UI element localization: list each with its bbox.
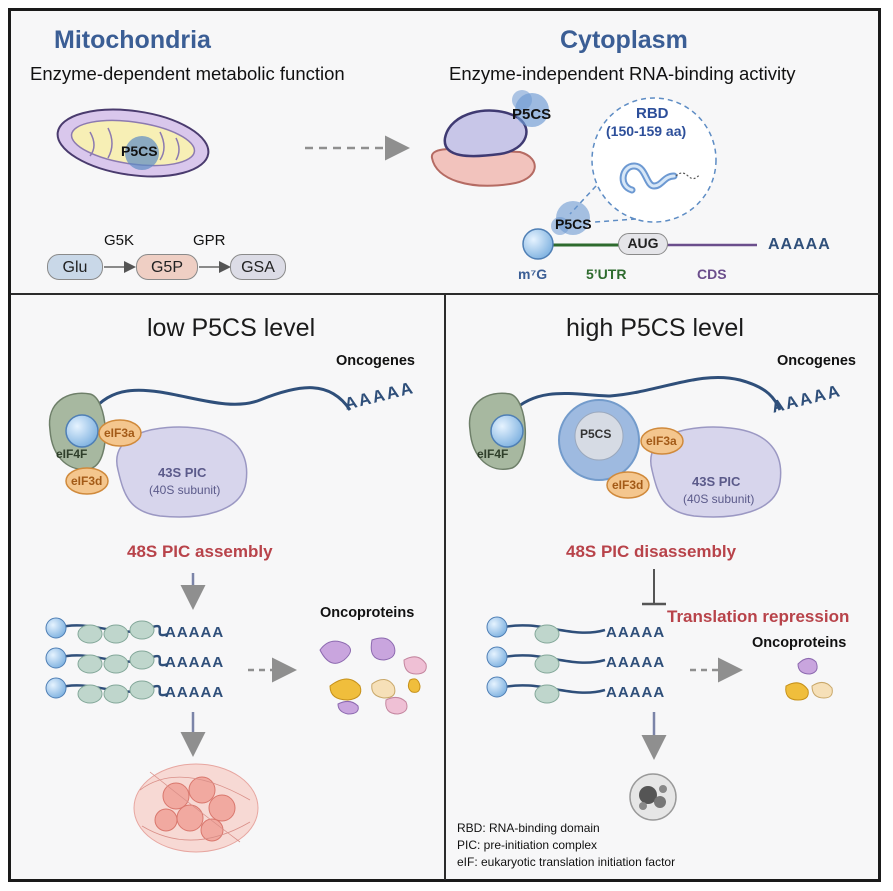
cyto-title: Cytoplasm	[560, 26, 688, 54]
right-oncoprotein-blobs	[785, 658, 833, 701]
left-oncoprotein-blobs	[319, 637, 427, 715]
rbd-label: RBD	[636, 105, 669, 122]
right-eif3d: eIF3d	[612, 478, 644, 492]
left-status: 48S PIC assembly	[127, 542, 273, 561]
right-status: 48S PIC disassembly	[566, 542, 737, 561]
ribosome-top	[430, 90, 549, 187]
mrna-p5cs-label: P5CS	[555, 216, 592, 232]
right-complex	[468, 375, 782, 518]
rbd-range: (150-159 aa)	[606, 123, 687, 139]
left-polya-row1: AAAAA	[165, 624, 225, 641]
right-pic-line1: 43S PIC	[692, 474, 741, 489]
right-oncoproteins-label: Oncoproteins	[752, 635, 847, 651]
cyto-p5cs-label: P5CS	[512, 106, 552, 123]
right-eif3a: eIF3a	[646, 434, 677, 448]
right-oncogenes-label: Oncogenes	[777, 353, 856, 369]
right-polya-row1: AAAAA	[606, 624, 666, 641]
vertical-divider	[444, 294, 446, 880]
g5k-label: G5K	[104, 232, 135, 249]
left-eif3d: eIF3d	[71, 474, 103, 488]
left-polya-row3: AAAAA	[165, 684, 225, 701]
right-polysomes	[486, 616, 606, 704]
legend-item: PIC: pre-initiation complex	[457, 838, 598, 852]
mito-p5cs-label: P5CS	[121, 143, 158, 159]
utr-label: 5’UTR	[586, 266, 627, 282]
left-oncogenes-label: Oncogenes	[336, 353, 415, 369]
gpr-label: GPR	[193, 232, 226, 249]
right-polya-row2: AAAAA	[606, 654, 666, 671]
mito-title: Mitochondria	[54, 26, 211, 54]
mrna-top	[522, 201, 757, 260]
right-panel-title: high P5CS level	[566, 314, 744, 342]
left-eif4f: eIF4F	[56, 447, 88, 461]
right-p5cs: P5CS	[580, 427, 612, 441]
cyto-subtitle: Enzyme-independent RNA-binding activity	[449, 63, 796, 84]
cap-label: m⁷G	[518, 266, 548, 282]
left-eif3a: eIF3a	[104, 426, 135, 440]
mito-subtitle: Enzyme-dependent metabolic function	[30, 63, 345, 84]
translation-repression: Translation repression	[667, 607, 850, 626]
tumor-tissue	[133, 763, 259, 853]
left-polya-row2: AAAAA	[165, 654, 225, 671]
left-pic-line1: 43S PIC	[158, 465, 207, 480]
glu-pill: Glu	[47, 254, 103, 280]
left-polysomes	[45, 617, 169, 704]
left-panel-title: low P5CS level	[147, 314, 316, 342]
polya-top: AAAAA	[768, 236, 831, 253]
left-complex	[48, 386, 352, 518]
right-polya-row3: AAAAA	[606, 684, 666, 701]
cds-label: CDS	[697, 266, 727, 282]
gsa-pill: GSA	[230, 254, 286, 280]
apoptotic-cell	[629, 773, 677, 821]
legend-item: eIF: eukaryotic translation initiation f…	[457, 855, 676, 869]
g5p-pill: G5P	[136, 254, 198, 280]
right-pic-line2: (40S subunit)	[683, 492, 755, 506]
left-pic-line2: (40S subunit)	[149, 483, 221, 497]
right-eif4f: eIF4F	[477, 447, 509, 461]
aug-codon: AUG	[618, 233, 668, 255]
left-oncoproteins-label: Oncoproteins	[320, 605, 415, 621]
mitochondrion	[56, 108, 210, 178]
legend-item: RBD: RNA-binding domain	[457, 821, 600, 835]
